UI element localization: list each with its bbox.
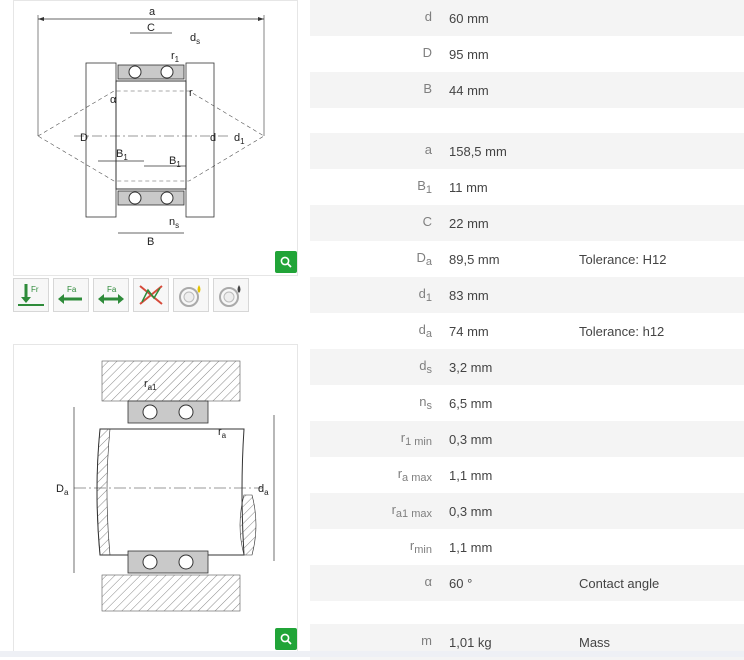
label-d1: d1 xyxy=(234,132,245,146)
row-label: m xyxy=(421,633,432,648)
row-value: 60 ° xyxy=(449,575,473,591)
magnifier-icon xyxy=(280,633,292,645)
row-value: 0,3 mm xyxy=(449,431,493,447)
row-label: α xyxy=(424,574,432,589)
additional-dimensions-table: a 158,5 mm B1 11 mm C 22 mm Da 89,5 mm T… xyxy=(310,133,744,601)
label-ra: ra xyxy=(218,426,227,440)
row-value: 89,5 mm xyxy=(449,251,500,267)
row-value: 22 mm xyxy=(449,215,489,231)
table-row: B 44 mm xyxy=(310,72,744,108)
label-r: r xyxy=(189,87,193,99)
bearing-dimension-drawing: a C ds r1 α r D d d xyxy=(13,0,298,276)
row-value: 74 mm xyxy=(449,323,489,339)
row-label: Da xyxy=(416,250,432,268)
row-value: 1,01 kg xyxy=(449,634,492,650)
magnifier-icon xyxy=(280,256,292,268)
label-d: d xyxy=(210,132,216,144)
page-bottom-bar xyxy=(0,651,744,657)
row-value: 95 mm xyxy=(449,46,489,62)
axial-load-both-directions-icon: Fa xyxy=(93,278,129,312)
table-row: α 60 ° Contact angle xyxy=(310,565,744,601)
svg-text:Fa: Fa xyxy=(67,285,77,294)
table-row: D 95 mm xyxy=(310,36,744,72)
row-label: ds xyxy=(419,358,432,376)
label-ds: ds xyxy=(190,32,200,46)
row-label: ns xyxy=(419,394,432,412)
main-dimensions-table: d 60 mm D 95 mm B 44 mm xyxy=(310,0,744,108)
row-label: ra1 max xyxy=(391,502,432,520)
label-a: a xyxy=(149,6,156,18)
row-label: rmin xyxy=(409,538,432,556)
table-row: rmin 1,1 mm xyxy=(310,529,744,565)
zoom-button-top[interactable] xyxy=(275,251,297,273)
label-ra1: ra1 xyxy=(144,378,157,392)
svg-text:Fa: Fa xyxy=(107,285,117,294)
row-value: 6,5 mm xyxy=(449,395,493,411)
row-label: d1 xyxy=(418,286,432,304)
row-label: B1 xyxy=(417,178,432,196)
table-row: d 60 mm xyxy=(310,0,744,36)
table-row: Da 89,5 mm Tolerance: H12 xyxy=(310,241,744,277)
row-note: Mass xyxy=(579,634,611,650)
oil-lubrication-icon xyxy=(213,278,249,312)
table-row: r1 min 0,3 mm xyxy=(310,421,744,457)
mounting-dimension-drawing: ra1 ra Da da xyxy=(13,344,298,653)
row-value: 11 mm xyxy=(449,179,488,195)
row-label: da xyxy=(418,322,432,340)
row-note: Contact angle xyxy=(579,575,660,591)
row-value: 60 mm xyxy=(449,10,489,26)
bearing-section-svg: a C ds r1 α r D d d xyxy=(37,6,265,248)
table-row: a 158,5 mm xyxy=(310,133,744,169)
row-value: 83 mm xyxy=(449,287,489,303)
row-value: 158,5 mm xyxy=(449,143,507,159)
load-capability-icons: Fr Fa Fa xyxy=(13,278,249,314)
drawings-column: a C ds r1 α r D d d xyxy=(0,0,310,657)
table-row: ra1 max 0,3 mm xyxy=(310,493,744,529)
label-B1-left: B1 xyxy=(116,148,128,162)
no-tilt-icon xyxy=(133,278,169,312)
svg-text:Fr: Fr xyxy=(31,285,39,294)
label-ns: ns xyxy=(169,216,179,230)
label-B: B xyxy=(147,236,154,248)
row-value: 0,3 mm xyxy=(449,503,493,519)
label-Da: Da xyxy=(56,483,69,497)
radial-load-icon: Fr xyxy=(13,278,49,312)
grease-lubrication-icon xyxy=(173,278,209,312)
row-label: B xyxy=(423,81,432,96)
label-D: D xyxy=(80,132,88,144)
axial-load-one-direction-icon: Fa xyxy=(53,278,89,312)
table-row: B1 11 mm xyxy=(310,169,744,205)
row-label: a xyxy=(424,142,432,157)
row-label: C xyxy=(422,214,432,229)
table-row: ds 3,2 mm xyxy=(310,349,744,385)
row-value: 44 mm xyxy=(449,82,489,98)
row-note: Tolerance: h12 xyxy=(579,323,665,339)
label-B1-right: B1 xyxy=(169,155,181,169)
row-value: 1,1 mm xyxy=(449,539,493,555)
label-r1: r1 xyxy=(171,50,180,64)
row-label: d xyxy=(424,9,432,24)
table-row: C 22 mm xyxy=(310,205,744,241)
label-da: da xyxy=(258,483,269,497)
row-label: ra max xyxy=(397,466,432,484)
label-alpha: α xyxy=(110,94,117,106)
row-label: r1 min xyxy=(400,430,432,448)
row-label: D xyxy=(422,45,432,60)
table-row: d1 83 mm xyxy=(310,277,744,313)
table-row: da 74 mm Tolerance: h12 xyxy=(310,313,744,349)
row-note: Tolerance: H12 xyxy=(579,251,667,267)
row-value: 3,2 mm xyxy=(449,359,493,375)
zoom-button-bottom[interactable] xyxy=(275,628,297,650)
dimension-tables: d 60 mm D 95 mm B 44 mm a 158,5 mm B1 11… xyxy=(310,0,744,660)
table-row: ns 6,5 mm xyxy=(310,385,744,421)
label-C: C xyxy=(147,22,155,34)
row-value: 1,1 mm xyxy=(449,467,493,483)
mounting-section-svg: ra1 ra Da da xyxy=(56,360,275,612)
table-row: ra max 1,1 mm xyxy=(310,457,744,493)
